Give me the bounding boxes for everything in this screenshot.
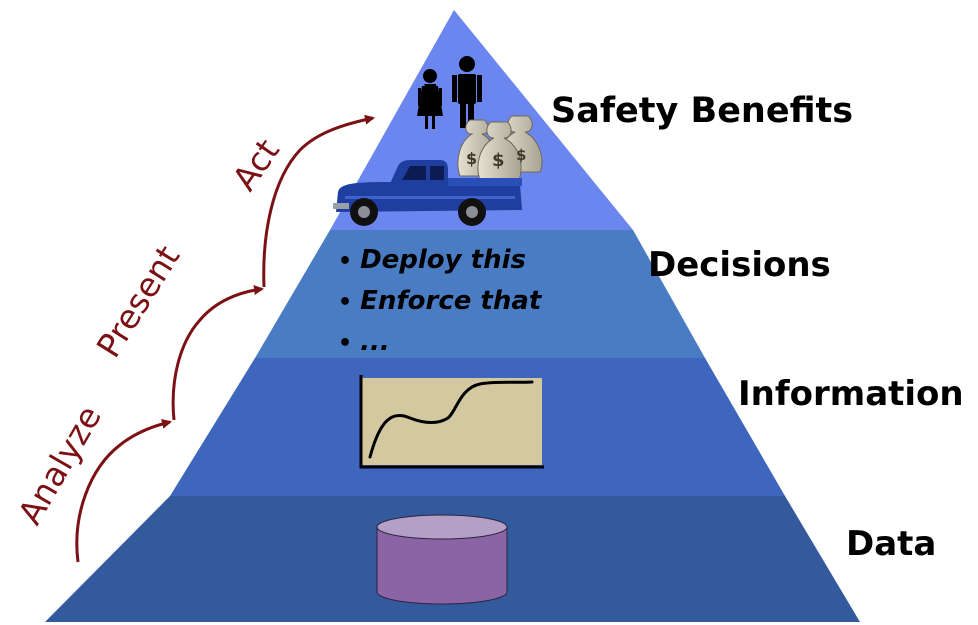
decisions-bullet-list: •Deploy this •Enforce that •... [338,244,541,367]
tier-decisions [255,230,705,358]
bullet-text: ... [360,327,390,357]
step-label-analyze: Analyze [10,399,109,531]
people-icon [417,56,482,129]
analyze-arrow [75,418,172,563]
act-arrow [262,114,375,288]
list-item: •Enforce that [338,286,542,316]
process-arrows [75,114,375,563]
step-label-present: Present [89,239,188,365]
label-safety-benefits: Safety Benefits [551,91,854,131]
svg-text:$: $ [516,146,526,164]
bullet-text: Deploy this [360,245,526,275]
svg-text:$: $ [466,149,477,168]
line-chart-icon [359,375,544,469]
database-cylinder-icon [376,514,508,605]
svg-text:$: $ [492,150,505,171]
bullet-text: Enforce that [360,286,542,316]
list-item: •Deploy this [338,245,526,275]
pickup-truck-icon [333,160,522,226]
label-data: Data [846,524,937,564]
label-decisions: Decisions [648,245,831,285]
money-bags-icon: $ $ $ [457,115,543,181]
label-information: Information [738,374,964,414]
present-arrow [171,285,264,421]
list-item: •... [338,327,390,357]
